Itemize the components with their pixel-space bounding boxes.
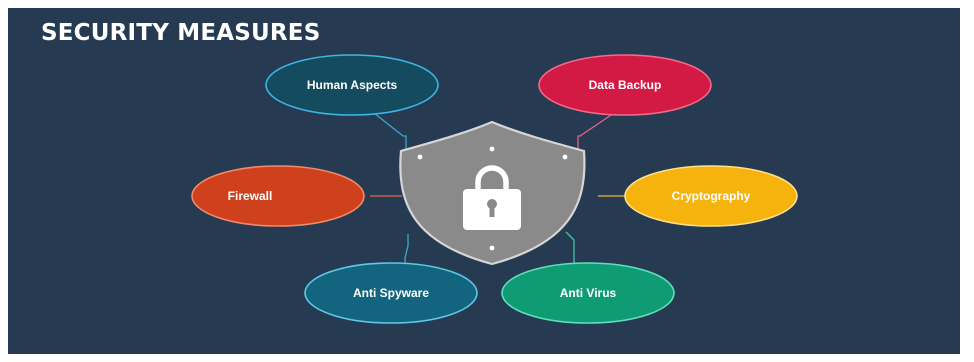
node-anti-spyware-shape [304, 262, 478, 324]
padlock-shackle [475, 165, 509, 192]
connectors [368, 108, 626, 270]
node-data-backup-shape [538, 54, 712, 116]
node-anti-spyware-label: Anti Spyware [353, 286, 429, 300]
shield-rivet [489, 146, 495, 152]
node-data-backup-label: Data Backup [589, 78, 662, 92]
node-cryptography: Cryptography [624, 165, 798, 227]
padlock-icon [463, 165, 521, 230]
connector-anti-virus [565, 231, 575, 270]
node-human-aspects: Human Aspects [265, 54, 439, 116]
security-diagram: Human Aspects Data Backup Firewall Crypt… [191, 54, 798, 324]
node-cryptography-shape [624, 165, 798, 227]
connector-data-backup [577, 108, 621, 150]
node-anti-virus-shape [501, 262, 675, 324]
node-cryptography-label: Cryptography [672, 189, 751, 203]
slide-title: SECURITY MEASURES [41, 20, 321, 46]
node-human-aspects-shape [265, 54, 439, 116]
node-anti-virus: Anti Virus [501, 262, 675, 324]
node-anti-virus-label: Anti Virus [560, 286, 617, 300]
shield-rivet [417, 154, 423, 160]
connector-human-aspects [368, 108, 407, 150]
shield-rivet [562, 154, 568, 160]
shield [399, 120, 586, 266]
shield-rivet [489, 245, 495, 251]
node-anti-spyware: Anti Spyware [304, 262, 478, 324]
node-firewall-shape [191, 165, 365, 227]
node-data-backup: Data Backup [538, 54, 712, 116]
node-firewall: Firewall [191, 165, 365, 227]
padlock-keyhole-slot [489, 206, 495, 217]
slide: SECURITY MEASURES [8, 8, 960, 354]
node-human-aspects-label: Human Aspects [307, 78, 398, 92]
node-firewall-label: Firewall [228, 189, 273, 203]
